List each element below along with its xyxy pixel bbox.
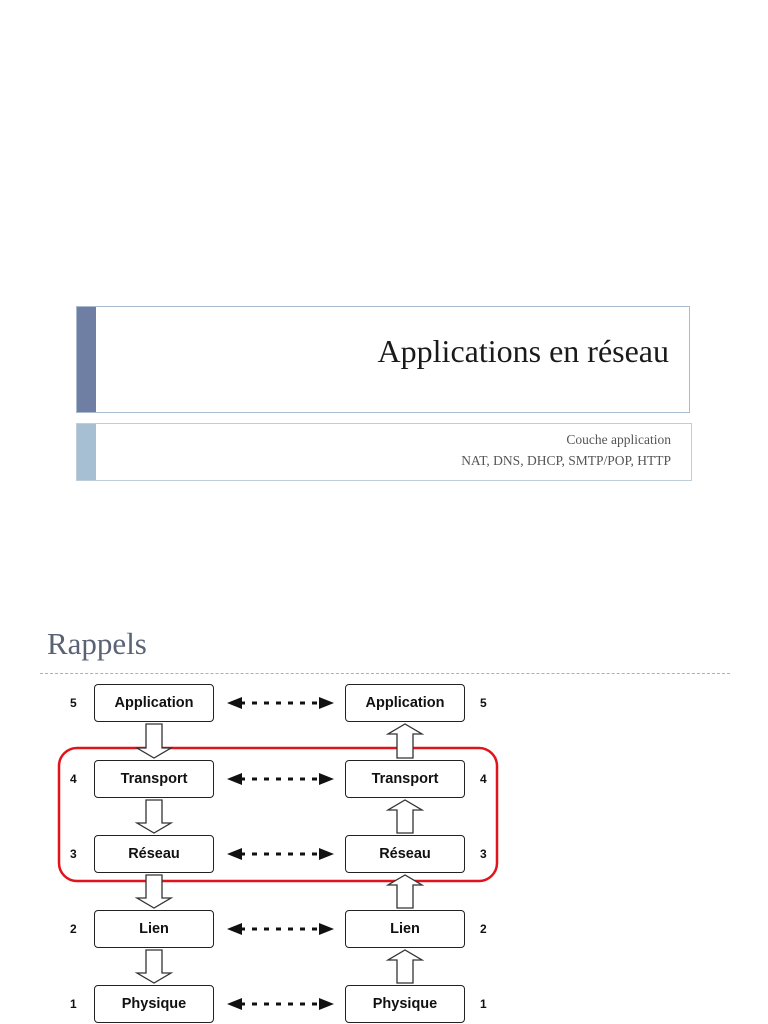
section-title: Rappels — [47, 626, 147, 661]
right-layer-transport: Transport — [345, 760, 465, 798]
dashed-double-arrow-icon — [227, 848, 334, 860]
subtitle-line-1: Couche application — [566, 432, 671, 447]
left-layer-number: 1 — [70, 997, 77, 1011]
title-accent-bar — [77, 307, 96, 412]
left-layer-link: Lien — [94, 910, 214, 948]
hollow-down-arrow-icon — [134, 949, 174, 984]
dashed-double-arrow-icon — [227, 773, 334, 785]
highlight-rectangle — [57, 746, 499, 883]
hollow-down-arrow-icon — [134, 799, 174, 834]
left-layer-number: 5 — [70, 696, 77, 710]
subtitle-accent-bar — [77, 424, 96, 480]
slide-title: Applications en réseau — [377, 333, 669, 369]
right-layer-number: 4 — [480, 772, 487, 786]
hollow-up-arrow-icon — [385, 949, 425, 984]
hollow-up-arrow-icon — [385, 799, 425, 834]
right-layer-link: Lien — [345, 910, 465, 948]
hollow-up-arrow-icon — [385, 874, 425, 909]
right-layer-number: 2 — [480, 922, 487, 936]
section-divider — [40, 673, 730, 674]
right-layer-number: 3 — [480, 847, 487, 861]
right-layer-network: Réseau — [345, 835, 465, 873]
subtitle-line-2: NAT, DNS, DHCP, SMTP/POP, HTTP — [461, 453, 671, 468]
right-layer-application: Application — [345, 684, 465, 722]
dashed-double-arrow-icon — [227, 697, 334, 709]
subtitle-box: Couche application NAT, DNS, DHCP, SMTP/… — [76, 423, 692, 481]
left-layer-transport: Transport — [94, 760, 214, 798]
hollow-up-arrow-icon — [385, 723, 425, 759]
right-layer-number: 5 — [480, 696, 487, 710]
title-box: Applications en réseau — [76, 306, 690, 413]
right-layer-physical: Physique — [345, 985, 465, 1023]
left-layer-number: 4 — [70, 772, 77, 786]
left-layer-number: 3 — [70, 847, 77, 861]
dashed-double-arrow-icon — [227, 998, 334, 1010]
hollow-down-arrow-icon — [134, 723, 174, 759]
left-layer-network: Réseau — [94, 835, 214, 873]
left-layer-application: Application — [94, 684, 214, 722]
left-layer-number: 2 — [70, 922, 77, 936]
hollow-down-arrow-icon — [134, 874, 174, 909]
dashed-double-arrow-icon — [227, 923, 334, 935]
left-layer-physical: Physique — [94, 985, 214, 1023]
right-layer-number: 1 — [480, 997, 487, 1011]
